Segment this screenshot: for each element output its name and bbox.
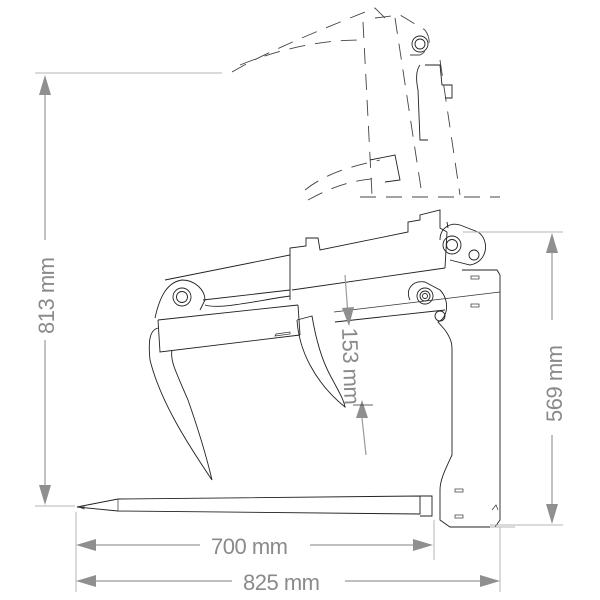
dimension-label-813: 813 mm	[34, 258, 59, 334]
dimension-overall-length: 825 mm	[76, 526, 515, 595]
arrow-right-icon	[480, 575, 500, 587]
dimension-frame-height: 569 mm	[463, 231, 567, 526]
dimension-label-700: 700 mm	[211, 534, 287, 559]
arrow-right-icon	[413, 539, 433, 551]
dimension-overall-height: 813 mm	[34, 72, 222, 507]
arrow-up-icon	[39, 75, 51, 95]
dimension-tine-gap: 153 mm	[333, 274, 501, 456]
dimension-label-153: 153 mm	[337, 327, 365, 404]
open-position-arm-ghost	[231, 7, 500, 201]
arrow-left-icon	[76, 575, 96, 587]
bale-spike	[76, 495, 433, 517]
grab-tines	[148, 315, 346, 481]
dimension-label-825: 825 mm	[243, 570, 319, 595]
arrow-up-icon	[356, 400, 368, 418]
arrow-left-icon	[76, 539, 96, 551]
arrow-up-icon	[546, 233, 558, 253]
arrow-down-icon	[39, 485, 51, 505]
dimension-label-569: 569 mm	[542, 346, 567, 422]
arrow-down-icon	[342, 307, 354, 326]
main-frame	[154, 209, 501, 528]
arrow-down-icon	[546, 504, 558, 524]
dimension-fork-length: 700 mm	[75, 512, 435, 592]
